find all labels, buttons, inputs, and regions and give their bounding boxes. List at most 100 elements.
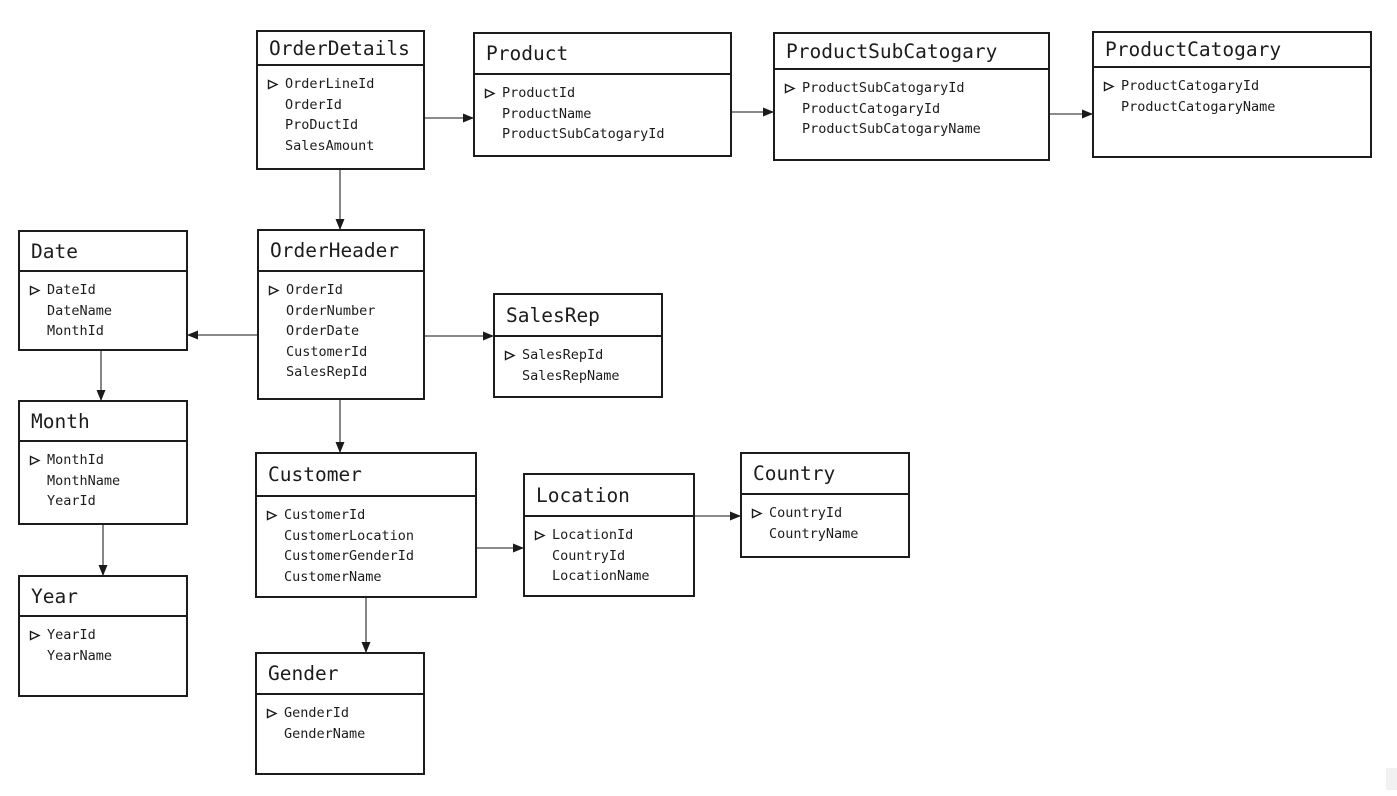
entity-title: Location	[536, 483, 630, 507]
field-name: SalesAmount	[285, 137, 375, 154]
entity-field: ProDuctId	[267, 115, 419, 136]
field-name: MonthName	[47, 472, 121, 489]
field-name: CustomerName	[284, 568, 382, 585]
field-name: YearName	[47, 647, 113, 664]
field-name: LocationId	[552, 527, 634, 543]
field-name: CustomerId	[286, 343, 368, 360]
field-name: ProductSubCatogaryId	[802, 80, 965, 96]
entity-field: CustomerId	[268, 342, 419, 363]
field-name: ProductSubCatogaryName	[802, 121, 981, 137]
field-name: LocationName	[552, 568, 650, 584]
field-name: OrderLineId	[285, 76, 375, 92]
field-name: OrderDate	[286, 323, 360, 339]
entity-field: ProductCatogaryId	[784, 99, 1044, 120]
pk-arrow-icon	[29, 285, 47, 296]
entity-field: CustomerId	[266, 505, 471, 526]
entity-field: GenderId	[266, 703, 419, 724]
field-name: GenderId	[284, 705, 350, 721]
entity-field: OrderId	[267, 95, 419, 116]
entity-field: OrderId	[268, 280, 419, 301]
entity-field: MonthName	[29, 471, 182, 492]
entity-field: LocationId	[534, 525, 689, 546]
entity-field: ProductSubCatogaryName	[784, 119, 1044, 140]
entity-title-bar: Location	[525, 475, 693, 517]
field-name: ProductSubCatogaryId	[502, 126, 665, 142]
entity-field: ProductCatogaryName	[1103, 97, 1366, 118]
entity-field: ProductId	[484, 83, 726, 104]
field-name: ProDuctId	[285, 117, 359, 133]
entity-field: SalesRepName	[504, 366, 657, 387]
field-name: ProductId	[502, 85, 576, 101]
pk-arrow-icon	[484, 88, 502, 99]
pk-arrow-icon	[504, 350, 522, 361]
entity-title-bar: Customer	[257, 454, 475, 497]
entity-title: Year	[31, 584, 78, 608]
field-name: OrderId	[285, 96, 342, 113]
entity-field: ProductCatogaryId	[1103, 76, 1366, 97]
field-name: GenderName	[284, 725, 366, 742]
entity-field: OrderLineId	[267, 74, 419, 95]
entity-title-bar: Year	[20, 577, 186, 617]
entity-title: SalesRep	[506, 303, 600, 327]
entity-title: ProductCatogary	[1105, 38, 1282, 61]
entity-field: LocationName	[534, 566, 689, 587]
entity-field: YearId	[29, 625, 182, 646]
entity-field: MonthId	[29, 450, 182, 471]
entity-field: OrderNumber	[268, 301, 419, 322]
entity-title: Product	[486, 42, 569, 65]
entity-field: ProductName	[484, 104, 726, 125]
entity-field: DateName	[29, 301, 182, 322]
pk-arrow-icon	[751, 508, 769, 519]
entity-field: YearName	[29, 646, 182, 667]
entity-title: Customer	[268, 463, 362, 486]
field-name: SalesRepName	[522, 367, 620, 384]
entity-field: CountryId	[751, 503, 904, 524]
entity-title: OrderHeader	[270, 239, 400, 262]
pk-arrow-icon	[534, 530, 552, 541]
field-name: SalesRepId	[522, 347, 604, 363]
entity-title-bar: OrderDetails	[258, 32, 423, 66]
pk-arrow-icon	[266, 708, 284, 719]
entity-field: SalesRepId	[268, 362, 419, 383]
field-name: CustomerGenderId	[284, 548, 415, 564]
entity-title-bar: Country	[742, 454, 908, 495]
entity-field: CountryId	[534, 546, 689, 567]
field-name: CustomerLocation	[284, 527, 415, 544]
field-name: SalesRepId	[286, 364, 368, 380]
entity-title: ProductSubCatogary	[786, 39, 998, 63]
entity-field: YearId	[29, 491, 182, 512]
entity-field: ProductSubCatogaryId	[484, 124, 726, 145]
field-name: CountryId	[769, 505, 843, 521]
field-name: ProductCatogaryId	[802, 100, 941, 117]
entity-title: OrderDetails	[269, 36, 410, 60]
entity-title-bar: Month	[20, 402, 186, 442]
field-name: YearId	[47, 493, 96, 509]
field-name: MonthId	[47, 452, 104, 468]
pk-arrow-icon	[266, 510, 284, 521]
entity-title: Gender	[268, 662, 339, 685]
vertical-scrollbar-thumb[interactable]	[1386, 768, 1397, 790]
